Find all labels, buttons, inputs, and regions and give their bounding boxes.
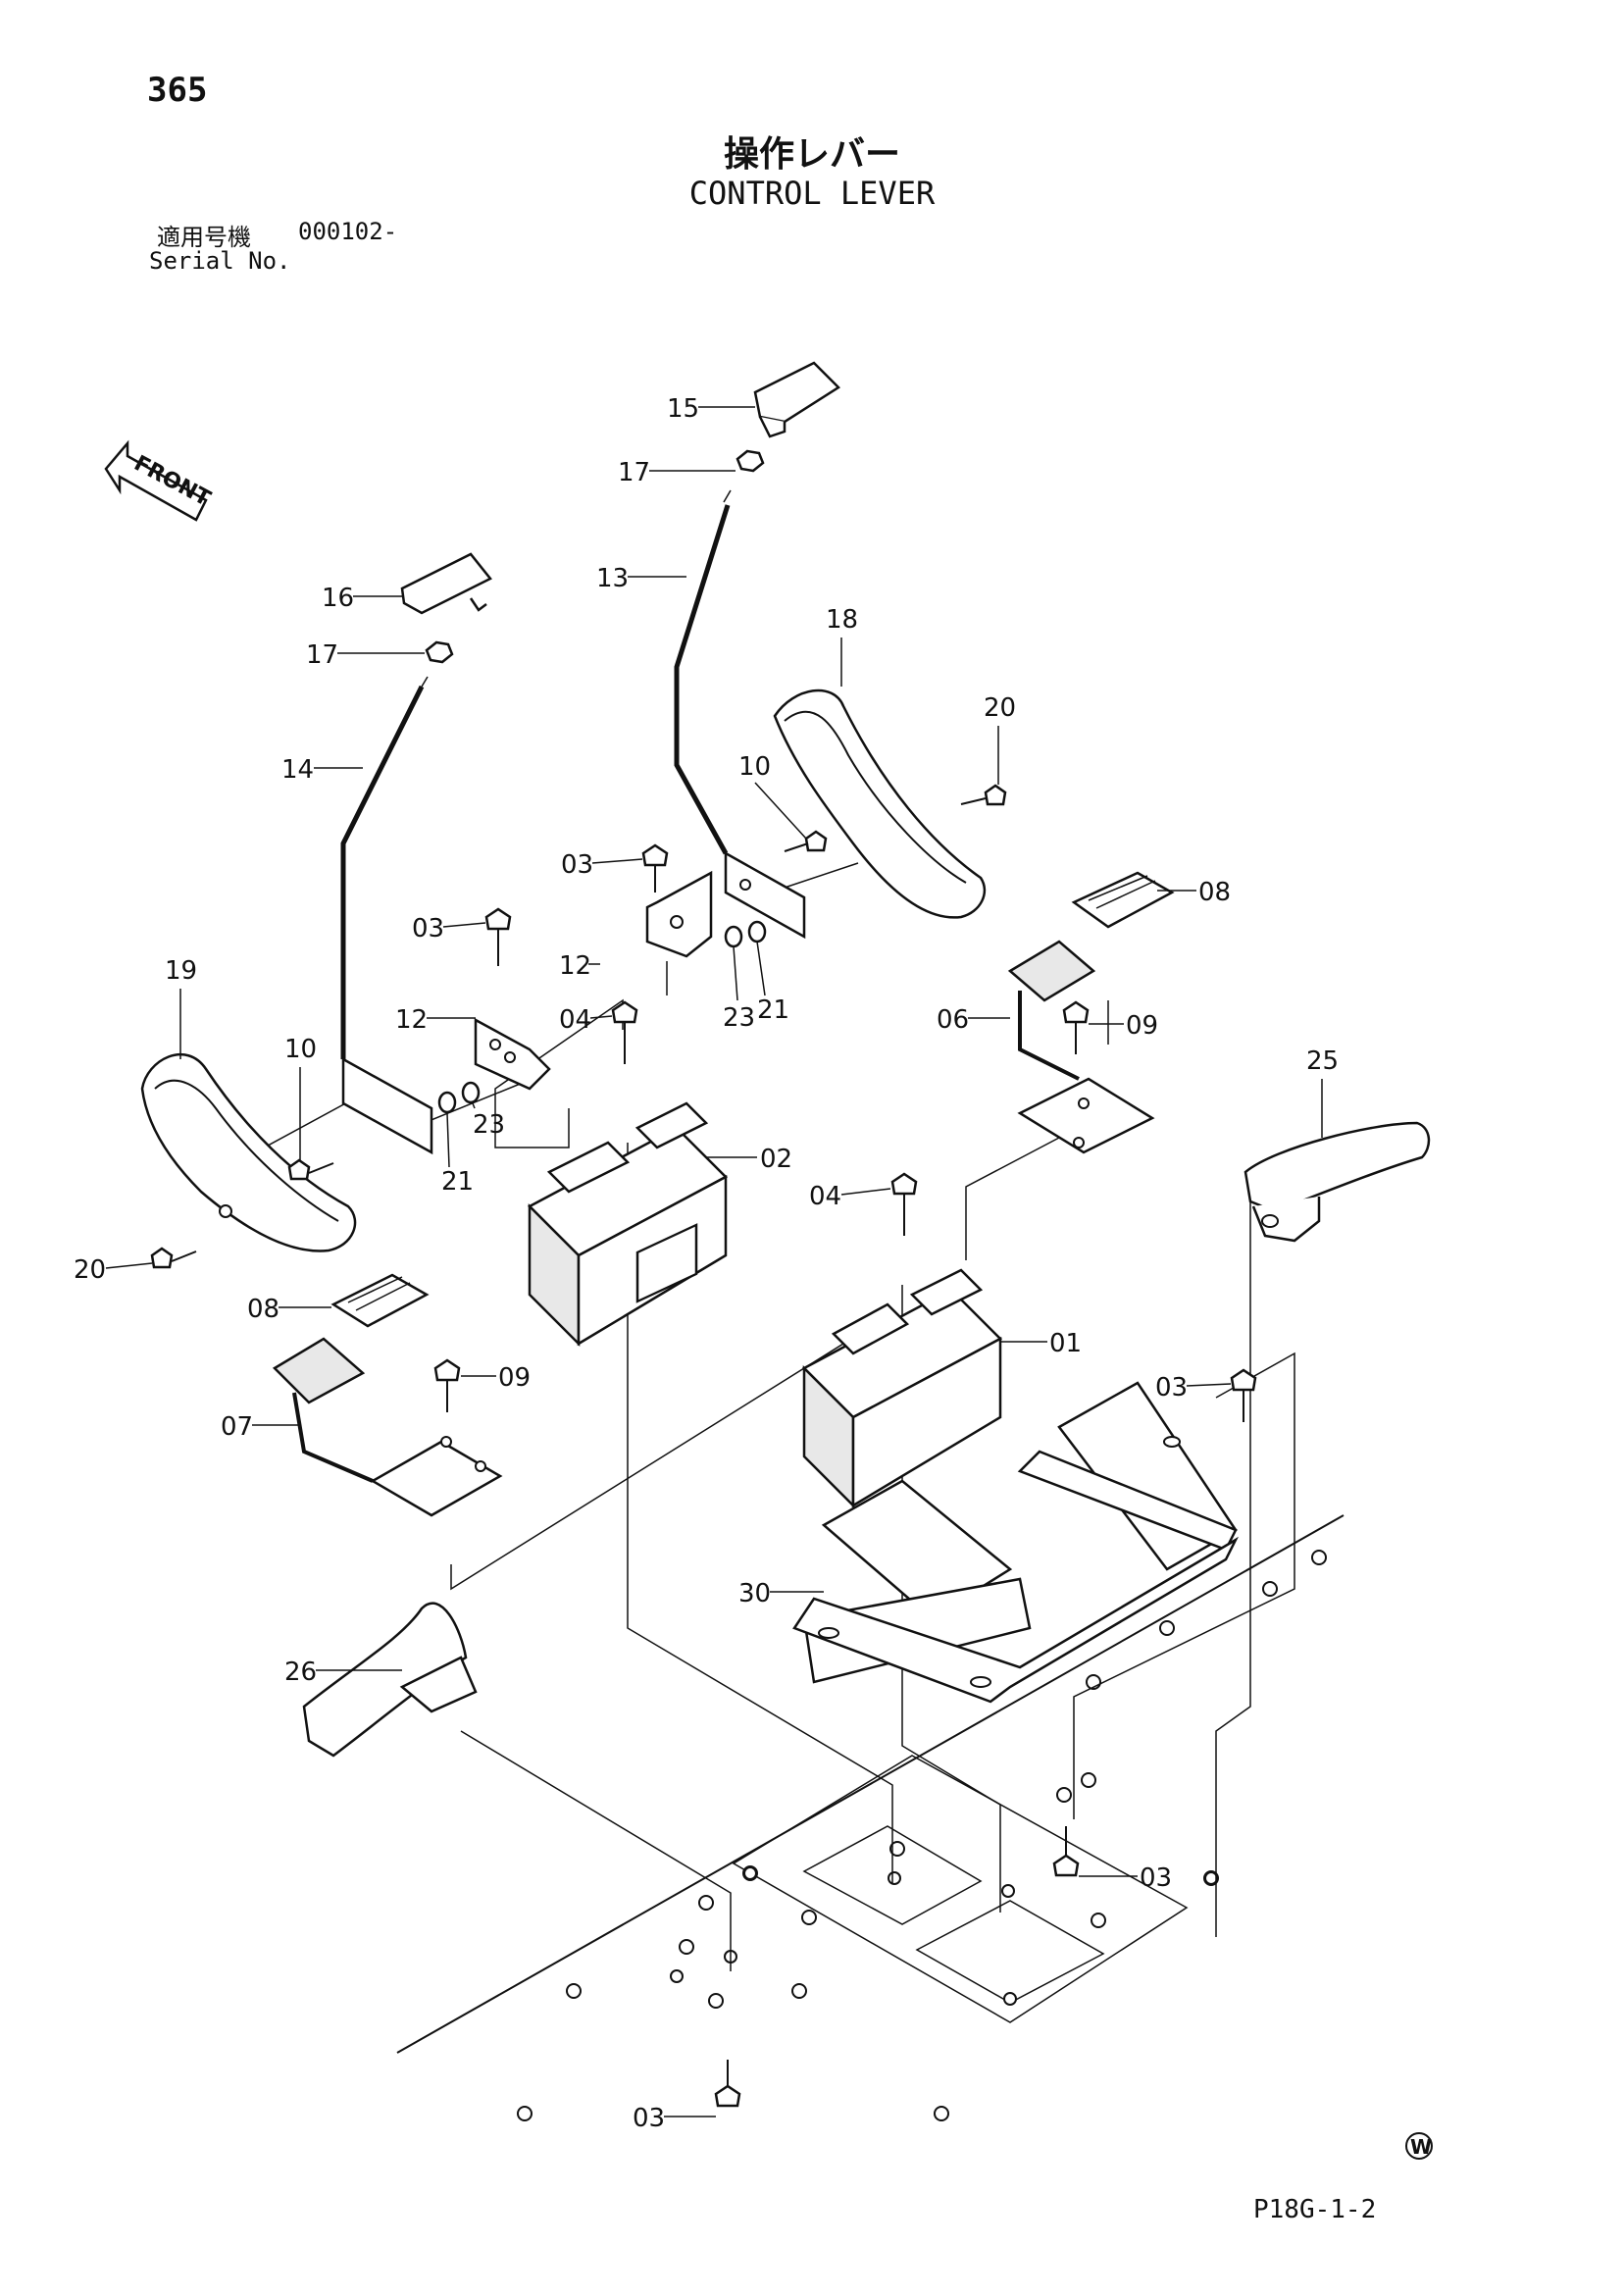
pedal-pad-08-right [1071, 871, 1175, 929]
callout-16: 16 [322, 584, 354, 613]
callout-08: 08 [247, 1295, 279, 1324]
callout-30: 30 [738, 1579, 771, 1608]
callout-13: 13 [596, 564, 629, 593]
bolt-09-a [1062, 1000, 1090, 1054]
callout-21: 21 [757, 995, 789, 1025]
title-japanese: 操作レバー [723, 134, 900, 175]
callout-15: 15 [667, 394, 699, 424]
watermark-letter: W [1410, 2135, 1432, 2159]
callout-06: 06 [937, 1005, 969, 1035]
callout-25: 25 [1306, 1046, 1339, 1076]
callout-17: 17 [306, 640, 338, 670]
callout-09: 09 [498, 1363, 531, 1393]
serial-label-english: Serial No. [149, 247, 291, 275]
floor-plate [396, 1514, 1345, 2121]
bolt-20-a [960, 784, 1007, 806]
callout-19: 19 [165, 956, 197, 986]
callout-01: 01 [1049, 1329, 1082, 1358]
floor-holes [517, 1550, 1327, 2121]
lever-knob-15 [753, 361, 840, 438]
callout-10: 10 [284, 1035, 317, 1064]
callout-labels: 15 17 13 16 17 18 20 10 14 03 03 12 12 0… [74, 394, 1339, 2133]
callout-03: 03 [412, 914, 444, 944]
pedal-pad-08-left [330, 1273, 430, 1328]
serial-number-value: 000102- [298, 218, 398, 245]
callout-14: 14 [281, 755, 314, 785]
callout-02: 02 [760, 1145, 792, 1174]
callout-17: 17 [618, 458, 650, 487]
title-english: CONTROL LEVER [688, 175, 936, 212]
callout-03: 03 [1140, 1863, 1172, 1893]
bolt-03-bottom [714, 2060, 741, 2108]
callout-03: 03 [633, 2104, 665, 2133]
callout-23: 23 [723, 1003, 755, 1033]
pedal-18 [773, 689, 987, 919]
figure-code: P18G-1-2 [1253, 2195, 1377, 2224]
bolts [150, 784, 1257, 2108]
pedal-19 [140, 1052, 357, 1252]
bolt-03-top [641, 843, 669, 893]
callout-03: 03 [1155, 1373, 1188, 1403]
callout-07: 07 [221, 1412, 253, 1442]
serial-label-japanese: 適用号機 [157, 224, 251, 251]
console-base-30 [792, 1381, 1240, 1704]
washers-21-23 [437, 920, 767, 1114]
bolt-10-b [287, 1158, 334, 1181]
bolt-10-a [784, 830, 828, 852]
pilot-valve-02 [527, 1101, 729, 1348]
lever-rod-13 [674, 489, 732, 855]
callout-09: 09 [1126, 1011, 1158, 1041]
callout-20: 20 [984, 693, 1016, 723]
page-number: 365 [147, 71, 208, 110]
callout-03: 03 [561, 850, 593, 880]
bolt-03-mid [484, 907, 512, 966]
lock-nut-17 [425, 449, 765, 664]
lever-26 [302, 1602, 478, 1758]
watermark-symbol: W [1405, 2132, 1433, 2160]
callout-23: 23 [473, 1110, 505, 1140]
bolt-03-lower-right [1052, 1826, 1080, 1877]
bolt-03-right [1230, 1368, 1257, 1422]
callout-10: 10 [738, 752, 771, 782]
bolt-04-a [611, 1000, 638, 1064]
lever-rod-14 [340, 676, 429, 1059]
front-direction-arrow: FRONT [104, 439, 214, 522]
bolt-09-b [433, 1358, 461, 1412]
pedal-frame-06 [1007, 940, 1155, 1154]
pedal-frame-07 [272, 1337, 503, 1517]
callout-08: 08 [1198, 878, 1231, 907]
bolt-04-b [890, 1172, 918, 1236]
lever-knob-16 [400, 552, 492, 615]
lever-25 [1243, 1121, 1431, 1243]
callout-21: 21 [441, 1167, 474, 1197]
pilot-valve-01 [801, 1268, 1003, 1509]
callout-26: 26 [284, 1658, 317, 1687]
callout-04: 04 [559, 1005, 591, 1035]
callout-18: 18 [826, 605, 858, 635]
callout-20: 20 [74, 1255, 106, 1285]
callout-12: 12 [395, 1005, 428, 1035]
callout-12: 12 [559, 951, 591, 981]
callout-04: 04 [809, 1182, 841, 1211]
bracket-12-right [645, 850, 806, 958]
bolt-20-b [150, 1247, 197, 1269]
bracket-12-left [341, 1017, 551, 1155]
